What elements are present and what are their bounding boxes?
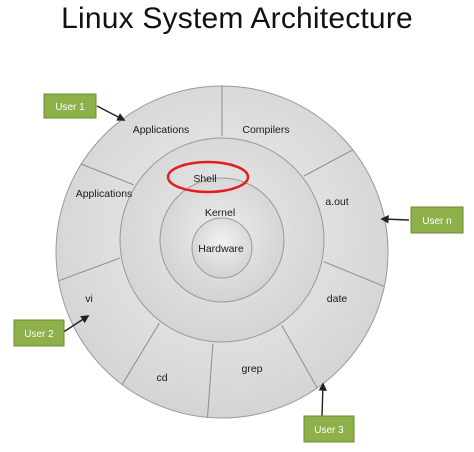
hardware-core (191, 217, 253, 279)
segment-divider (58, 257, 120, 282)
user-n-box: User n (410, 206, 464, 234)
segment-label-grep: grep (241, 363, 262, 375)
hardware-label: Hardware (198, 243, 244, 255)
segment-divider (323, 261, 385, 287)
shell-label: Shell (193, 173, 216, 185)
segment-label-compilers: Compilers (242, 124, 289, 136)
user-2-box: User 2 (13, 319, 65, 347)
segment-label-vi: vi (85, 293, 93, 305)
page-title: Linux System Architecture (61, 2, 413, 35)
user-2-label: User 2 (24, 329, 54, 340)
user-1-box: User 1 (43, 93, 97, 119)
segment-divider (281, 324, 318, 389)
segment-label-applications-top: Applications (133, 124, 190, 136)
segment-dividers (58, 86, 385, 418)
segment-labels: Applications Compilers a.out date grep cd vi Ap… (76, 124, 349, 384)
segment-label-applications-left: Applications (76, 188, 133, 200)
user-3-box: User 3 (303, 415, 355, 443)
user-arrows (61, 105, 410, 417)
shell-highlight (166, 160, 250, 194)
user-3-arrow (318, 382, 327, 417)
segment-divider (303, 149, 354, 177)
user-3-label: User 3 (314, 425, 344, 436)
user-n-arrow (380, 215, 410, 224)
user-2-arrow (61, 315, 90, 334)
segment-divider (121, 322, 160, 385)
segment-divider (81, 163, 134, 186)
user-n-label: User n (422, 216, 451, 227)
segment-label-a-out: a.out (325, 196, 348, 208)
user-1-label: User 1 (55, 102, 85, 113)
segment-label-cd: cd (156, 372, 167, 384)
segment-label-date: date (327, 293, 348, 305)
user-1-arrow (96, 105, 126, 121)
segment-divider (207, 343, 214, 418)
kernel-label: Kernel (205, 207, 235, 219)
